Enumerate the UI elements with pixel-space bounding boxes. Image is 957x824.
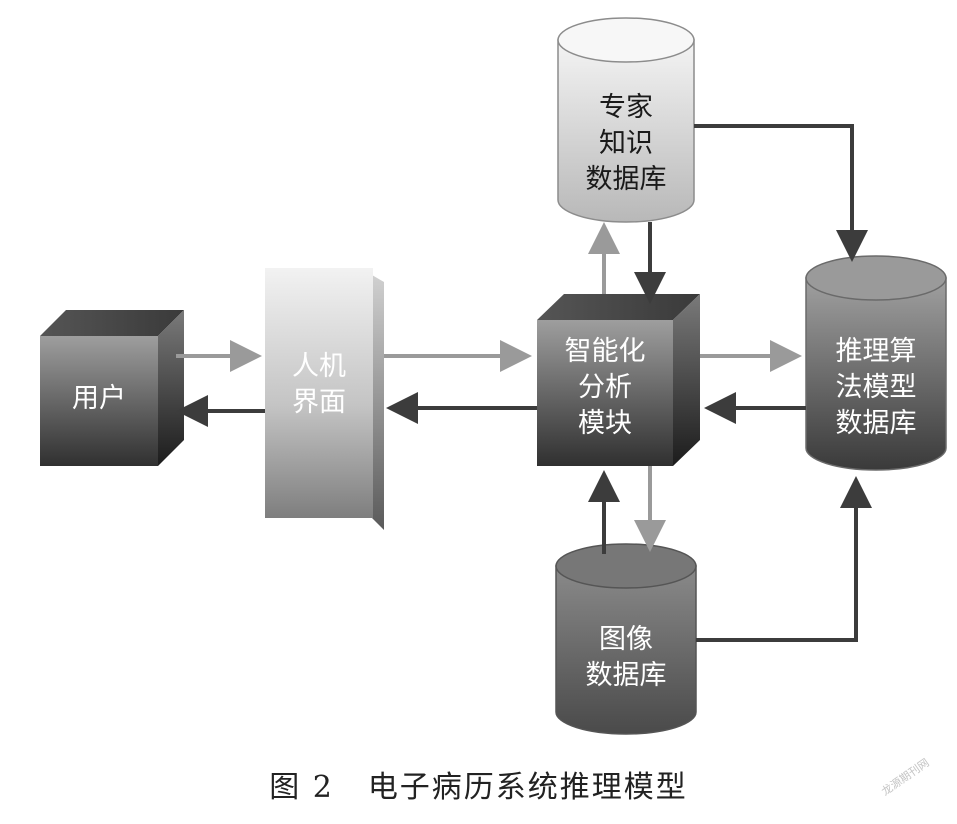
diagram-canvas: 用户 人机 界面 智能化 分析 模块 专家 知识 数据库 推理算 法模型 数据库… bbox=[40, 17, 947, 735]
arrow-expert-db-to-algorithm-db bbox=[694, 124, 868, 262]
expert-db-cylinder: 专家 知识 数据库 bbox=[557, 17, 695, 223]
image-db-cylinder: 图像 数据库 bbox=[555, 543, 697, 735]
expert-db-label-line-3: 数据库 bbox=[586, 164, 667, 195]
hmi-label-line-1: 人机 bbox=[292, 351, 346, 382]
arrow-image-db-to-algorithm-db bbox=[696, 476, 872, 642]
analysis-label-line-1: 智能化 bbox=[565, 336, 646, 367]
expert-db-label-line-1: 专家 bbox=[599, 92, 653, 123]
algorithm-db-cylinder: 推理算 法模型 数据库 bbox=[805, 255, 947, 471]
hmi-panel: 人机 界面 bbox=[265, 268, 384, 530]
user-label: 用户 bbox=[72, 383, 126, 414]
figure-title: 电子病历系统推理模型 bbox=[367, 770, 688, 805]
figure-caption: 图 2 电子病历系统推理模型 bbox=[0, 762, 957, 806]
algorithm-db-label-line-3: 数据库 bbox=[836, 408, 917, 439]
analysis-label-line-2: 分析 bbox=[578, 372, 632, 403]
algorithm-db-label-line-2: 法模型 bbox=[836, 372, 917, 403]
algorithm-db-label-line-1: 推理算 bbox=[836, 336, 917, 367]
image-db-label-line-2: 数据库 bbox=[586, 660, 667, 691]
expert-db-label-line-2: 知识 bbox=[599, 128, 653, 159]
hmi-label-line-2: 界面 bbox=[292, 387, 346, 418]
user-box: 用户 bbox=[40, 310, 184, 466]
image-db-label-line-1: 图像 bbox=[599, 624, 653, 655]
analysis-label-line-3: 模块 bbox=[578, 408, 632, 439]
figure-number: 图 2 bbox=[269, 770, 334, 805]
analysis-module-box: 智能化 分析 模块 bbox=[537, 294, 700, 466]
arrows bbox=[176, 124, 872, 642]
